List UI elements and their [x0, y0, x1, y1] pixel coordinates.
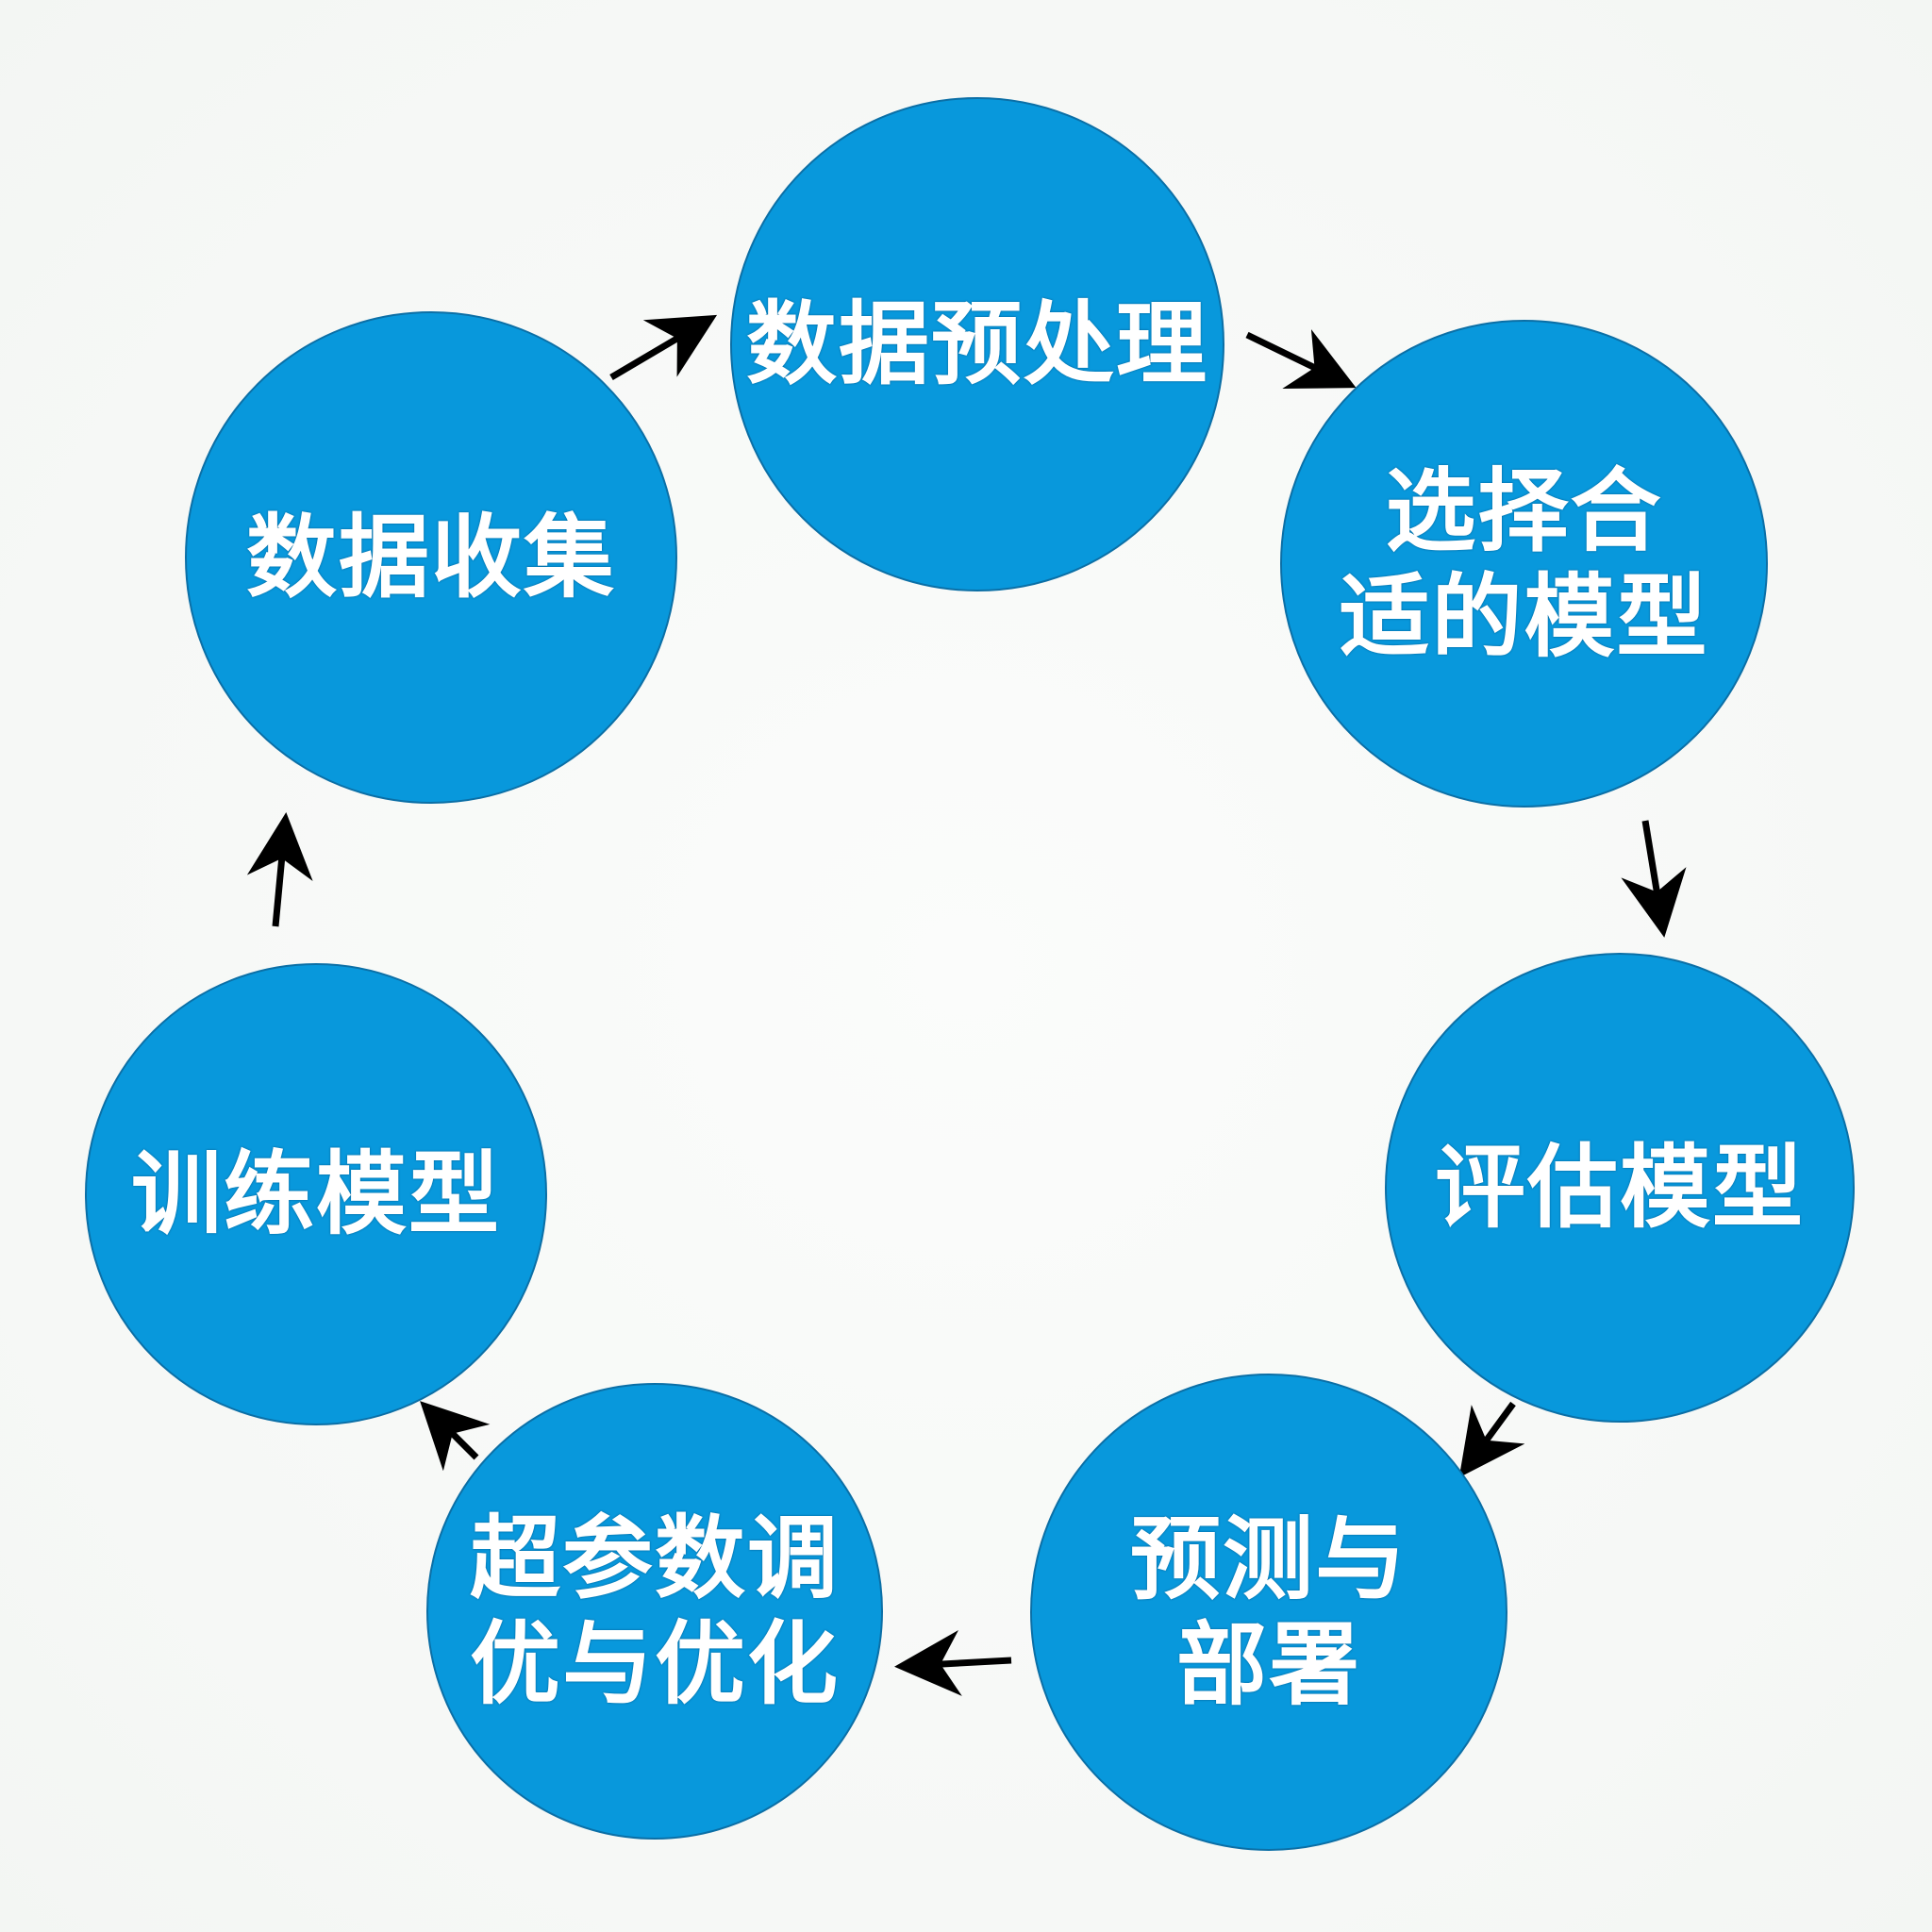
node-label: 数据预处理: [746, 291, 1208, 397]
node-label: 选择合 适的模型: [1339, 458, 1709, 670]
arrow-train-to-collect: [246, 812, 313, 927]
node-data-collection: 数据收集: [185, 311, 677, 804]
node-predict-deploy: 预测与 部署: [1030, 1374, 1507, 1851]
node-label: 超参数调 优与优化: [470, 1506, 840, 1717]
arrow-predict-to-tune: [894, 1630, 1012, 1696]
arrow-evaluate-to-predict: [1458, 1401, 1525, 1478]
node-evaluate-model: 评估模型: [1385, 953, 1855, 1423]
node-hyperparameter-tuning: 超参数调 优与优化: [426, 1383, 883, 1840]
arrow-select-to-evaluate: [1621, 820, 1687, 938]
node-label: 评估模型: [1435, 1135, 1805, 1241]
node-train-model: 训练模型: [85, 963, 547, 1425]
arrow-preprocess-to-select: [1245, 329, 1357, 390]
arrow-tune-to-train: [420, 1401, 491, 1472]
node-select-model: 选择合 适的模型: [1280, 320, 1768, 808]
node-data-preprocessing: 数据预处理: [730, 97, 1224, 591]
node-label: 数据收集: [246, 505, 616, 610]
node-label: 训练模型: [131, 1141, 501, 1247]
node-label: 预测与 部署: [1130, 1507, 1407, 1718]
arrow-collect-to-preprocess: [609, 314, 718, 381]
